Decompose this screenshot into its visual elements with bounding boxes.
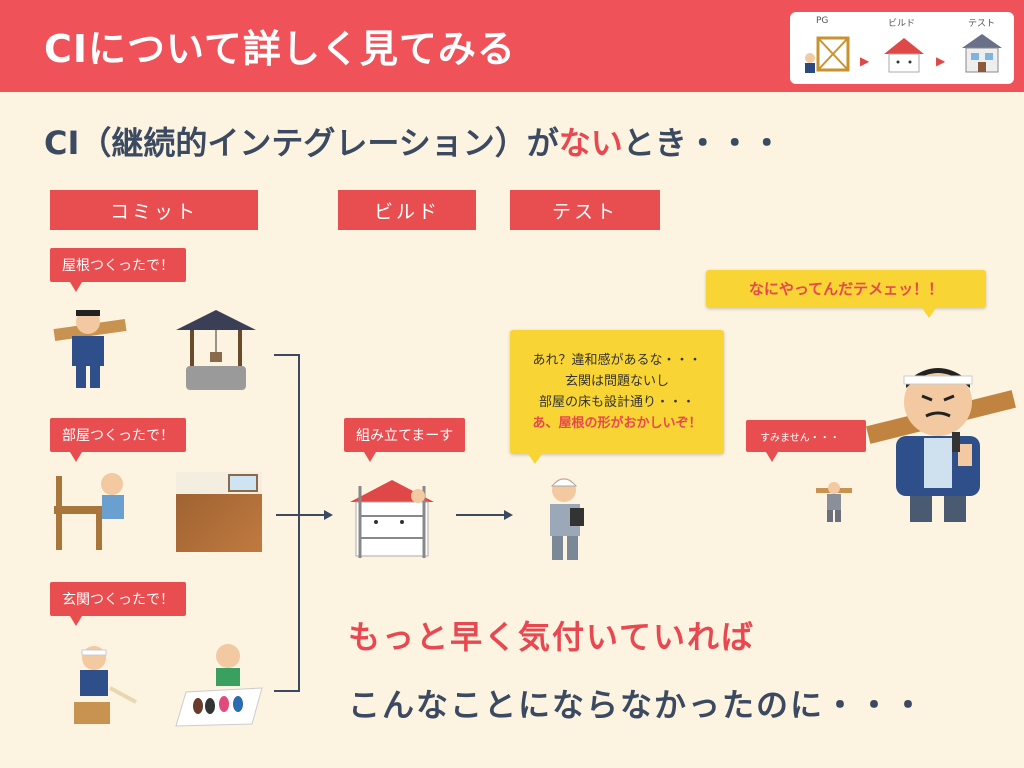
arrow-to-build-line <box>276 514 326 516</box>
house-icon <box>884 38 924 73</box>
stage-test: テスト <box>510 190 660 230</box>
subtitle-part: CI（継続的インテグレーション）が <box>44 124 559 162</box>
subtitle-emphasis: ない <box>558 124 623 162</box>
carpenter-building-chair-icon <box>54 473 124 550</box>
bubble-entrance: 玄関つくったで！ <box>50 582 186 626</box>
room-window <box>228 474 258 492</box>
angry-text: なにやってんだテメェッ！！ <box>748 279 944 298</box>
carpenter-sawing-icon <box>74 646 137 724</box>
regret-line-1: もっと早く気付いていれば <box>348 618 756 656</box>
subtitle-part: とき・・・ <box>622 124 783 162</box>
angry-master-carpenter-icon <box>866 368 1016 522</box>
inspector-line: 玄関は問題ないし <box>564 374 669 389</box>
inspector-line: 部屋の床も設計通り・・・ <box>538 395 695 410</box>
arrow-to-build-icon <box>324 510 333 520</box>
construction-frame-icon <box>805 36 850 73</box>
workflow-panel: PG ビルド テスト ▶ ▶ <box>790 12 1014 84</box>
inspector-bubble: あれ？違和感があるな・・・ 玄関は問題ないし 部屋の床も設計通り・・・ あ、屋根… <box>510 330 724 464</box>
bubble-sorry: すみません・・・ <box>746 420 866 462</box>
flow-label-build: ビルド <box>888 19 916 29</box>
small-apologizing-carpenter-icon <box>816 482 852 522</box>
flow-label-test: テスト <box>968 19 996 29</box>
regret-line-2: こんなことにならなかったのに・・・ <box>348 686 927 724</box>
house-under-construction-icon <box>350 480 434 558</box>
inspector-with-clipboard-icon <box>550 478 584 560</box>
merge-bracket <box>274 354 300 692</box>
shoes-entrance-icon <box>175 644 263 727</box>
carpenter-carrying-lumber-icon <box>53 310 127 388</box>
flow-arrow-icon: ▶ <box>860 54 870 68</box>
header-bar: CIについて詳しく見てみる PG ビルド テスト ▶ ▶ <box>0 0 1024 92</box>
flow-arrow-icon: ▶ <box>936 54 946 68</box>
page-title: CIについて詳しく見てみる <box>44 27 516 71</box>
stage-commit: コミット <box>50 190 258 230</box>
arrow-to-test-line <box>456 514 506 516</box>
slide-subtitle: CI（継続的インテグレーション）がないとき・・・ <box>44 118 783 164</box>
well-roof-icon <box>176 310 256 390</box>
inspector-line: あれ？違和感があるな・・・ <box>532 353 702 368</box>
flow-label-pg: PG <box>816 16 829 26</box>
inspector-alert: あ、屋根の形がおかしいぞ！ <box>532 416 702 431</box>
angry-bubble: なにやってんだテメェッ！！ <box>706 270 986 318</box>
bubble-assemble: 組み立てまーす <box>344 418 466 462</box>
bubble-room: 部屋つくったで！ <box>50 418 186 462</box>
bubble-roof: 屋根つくったで！ <box>50 248 186 292</box>
wooden-floor-room-image <box>176 472 262 552</box>
arrow-to-test-icon <box>504 510 513 520</box>
stage-build: ビルド <box>338 190 476 230</box>
finished-house-icon <box>962 34 1002 73</box>
